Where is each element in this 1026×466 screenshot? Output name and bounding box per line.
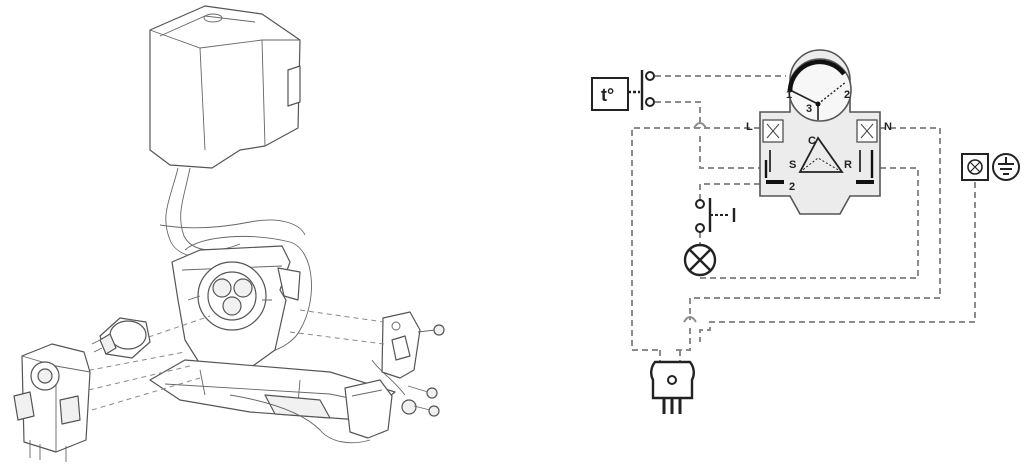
thermostat-label: t°	[601, 85, 614, 105]
thermal-protector	[91, 317, 151, 359]
protector-label-2: 2	[844, 89, 850, 101]
mounting-bracket	[171, 245, 301, 373]
ground-terminal	[961, 153, 989, 181]
start-contact-label: 2	[789, 181, 795, 193]
thermostat-icon	[591, 70, 655, 111]
terminal-label-common: C	[808, 135, 816, 147]
ground-icon	[992, 153, 1020, 181]
terminal-label-run: R	[844, 159, 852, 171]
terminal-label-neutral: N	[884, 121, 892, 133]
terminal-label-line: L	[746, 121, 753, 133]
lamp-icon	[683, 243, 717, 277]
plug-icon	[650, 360, 695, 414]
protector-label-1: 1	[786, 89, 792, 101]
door-switch-icon	[695, 198, 736, 233]
terminal-cover	[344, 311, 421, 439]
wire-crossover	[683, 316, 697, 323]
wiring-paths	[631, 75, 976, 362]
relay-body	[759, 49, 881, 215]
terminal-label-start: S	[789, 159, 796, 171]
assembly-guides	[79, 309, 385, 411]
wire-crossover	[693, 122, 707, 129]
start-relay	[13, 343, 91, 462]
protector-label-3: 3	[806, 103, 812, 115]
compressor-housing	[149, 5, 301, 169]
screws	[407, 324, 445, 417]
base-plate	[149, 359, 396, 444]
